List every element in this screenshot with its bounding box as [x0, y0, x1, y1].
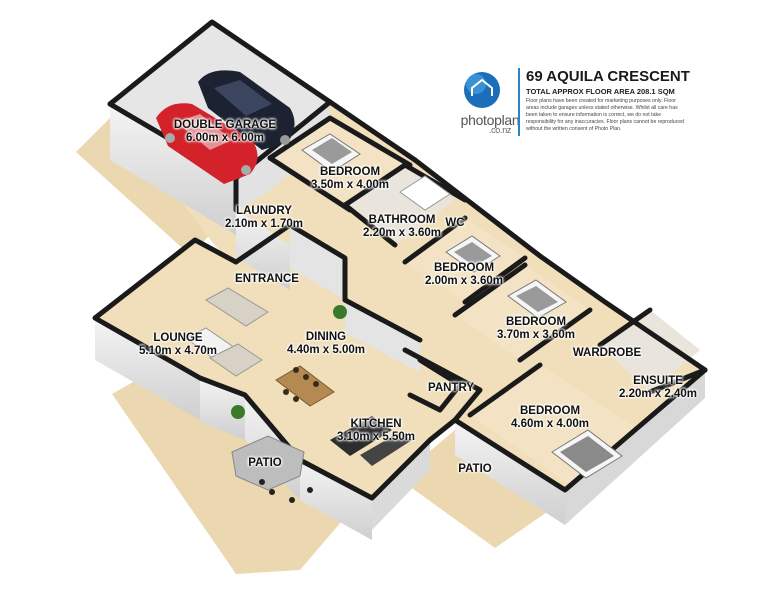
- car-dark-icon: [198, 70, 295, 150]
- wall-face: [95, 318, 200, 420]
- walls: [92, 19, 708, 501]
- total-floor-area: TOTAL APPROX FLOOR AREA 208.1 SQM: [526, 87, 675, 96]
- room-label-pantry: PANTRY: [428, 382, 474, 394]
- brand-domain: .co.nz: [488, 125, 512, 135]
- wall-face: [290, 225, 345, 300]
- bathtub-icon: [399, 175, 451, 211]
- property-address: 69 AQUILA CRESCENT: [526, 68, 690, 85]
- kitchen-counter-icon: [330, 416, 412, 466]
- dining-table-icon: [275, 365, 335, 407]
- room-label-wardrobe: WARDROBE: [572, 347, 642, 359]
- room-label-patio-left: PATIO: [248, 457, 282, 469]
- wall-face: [300, 460, 372, 540]
- wall-face: [200, 378, 245, 440]
- plant-icon: [231, 305, 347, 419]
- house-in-circle-icon: [464, 72, 500, 108]
- patio-umbrella-icon: [231, 435, 313, 503]
- brand-logo: photoplan .co.nz: [455, 112, 525, 135]
- room-label-patio-right: PATIO: [458, 463, 492, 475]
- sofa-icon: [185, 287, 269, 377]
- wall-face: [455, 420, 565, 525]
- disclaimer-text: Floor plans have been created for market…: [526, 98, 685, 132]
- bed-icon: [301, 133, 361, 173]
- header-divider: [518, 68, 520, 136]
- car-red-icon: [156, 103, 258, 184]
- room-label-wc: WC: [445, 217, 465, 229]
- bed-icon: [445, 235, 501, 273]
- wall-face: [110, 104, 236, 235]
- patio-area-lower-right: [398, 430, 550, 548]
- brand-name: photoplan: [460, 112, 520, 128]
- bedroom-3-floor: [455, 265, 590, 360]
- bed-icon: [551, 429, 623, 479]
- wall-face: [565, 370, 705, 525]
- wall-face: [345, 300, 420, 372]
- wall-face: [236, 210, 290, 290]
- wall-face: [372, 440, 430, 530]
- room-label-entrance: ENTRANCE: [235, 273, 299, 285]
- bed-icon: [507, 279, 567, 319]
